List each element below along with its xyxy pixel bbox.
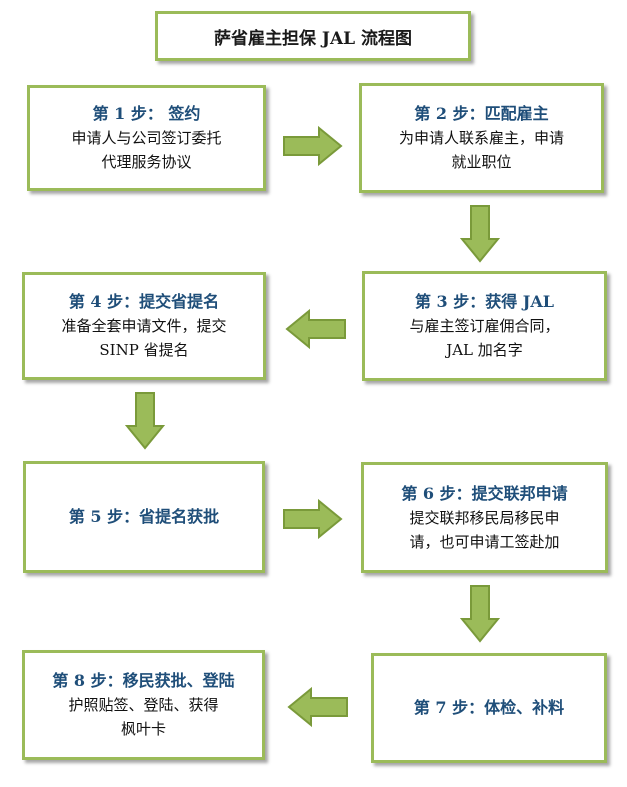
step-1-body-line-1: 申请人与公司签订委托 — [71, 129, 222, 147]
step-8-title: 第 8 步：移民获批、登陆 — [52, 671, 235, 690]
step-2-body-line-2: 就业职位 — [451, 153, 512, 171]
step-5-title: 第 5 步：省提名获批 — [68, 507, 220, 526]
arrow-down-icon — [459, 205, 501, 263]
step-4-body-line-2: SINP 省提名 — [99, 341, 189, 359]
step-6-title: 第 6 步：提交联邦申请 — [401, 483, 568, 503]
step-3-box: 第 3 步：获得 JAL 与雇主签订雇佣合同， JAL 加名字 — [362, 271, 607, 381]
diagram-title-box: 萨省雇主担保 JAL 流程图 — [155, 11, 471, 61]
step-1-title: 第 1 步： 签约 — [92, 104, 201, 123]
step-4-title: 第 4 步：提交省提名 — [68, 292, 220, 311]
step-2-title: 第 2 步：匹配雇主 — [414, 104, 549, 123]
step-6-body-line-2: 请，也可申请工签赴加 — [409, 532, 560, 551]
step-2-body-line-1: 为申请人联系雇主，申请 — [398, 129, 564, 147]
step-8-body-line-1: 护照贴签、登陆、获得 — [68, 696, 219, 714]
arrow-right-icon — [283, 498, 343, 540]
arrow-down-icon — [124, 392, 166, 450]
step-3-body-line-1: 与雇主签订雇佣合同， — [409, 317, 560, 335]
step-1-box: 第 1 步： 签约 申请人与公司签订委托 代理服务协议 — [27, 85, 266, 191]
step-3-title: 第 3 步：获得 JAL — [414, 292, 555, 311]
arrow-right-icon — [283, 125, 343, 167]
step-8-box: 第 8 步：移民获批、登陆 护照贴签、登陆、获得 枫叶卡 — [22, 650, 265, 760]
step-6-body-line-1: 提交联邦移民局移民申 — [409, 508, 560, 527]
arrow-left-icon — [287, 686, 348, 728]
diagram-title: 萨省雇主担保 JAL 流程图 — [213, 28, 413, 49]
step-6-box: 第 6 步：提交联邦申请 提交联邦移民局移民申 请，也可申请工签赴加 — [361, 462, 608, 573]
step-7-box: 第 7 步：体检、补料 — [371, 653, 607, 763]
arrow-left-icon — [285, 308, 346, 350]
step-4-body-line-1: 准备全套申请文件，提交 — [61, 317, 227, 335]
step-1-body-line-2: 代理服务协议 — [101, 153, 192, 171]
step-3-body-line-2: JAL 加名字 — [446, 341, 523, 359]
arrow-down-icon — [459, 585, 501, 643]
step-5-box: 第 5 步：省提名获批 — [23, 461, 265, 573]
step-2-box: 第 2 步：匹配雇主 为申请人联系雇主，申请 就业职位 — [359, 83, 604, 193]
step-8-body-line-2: 枫叶卡 — [120, 720, 166, 738]
step-4-box: 第 4 步：提交省提名 准备全套申请文件，提交 SINP 省提名 — [22, 272, 266, 380]
step-7-title: 第 7 步：体检、补料 — [413, 698, 565, 717]
